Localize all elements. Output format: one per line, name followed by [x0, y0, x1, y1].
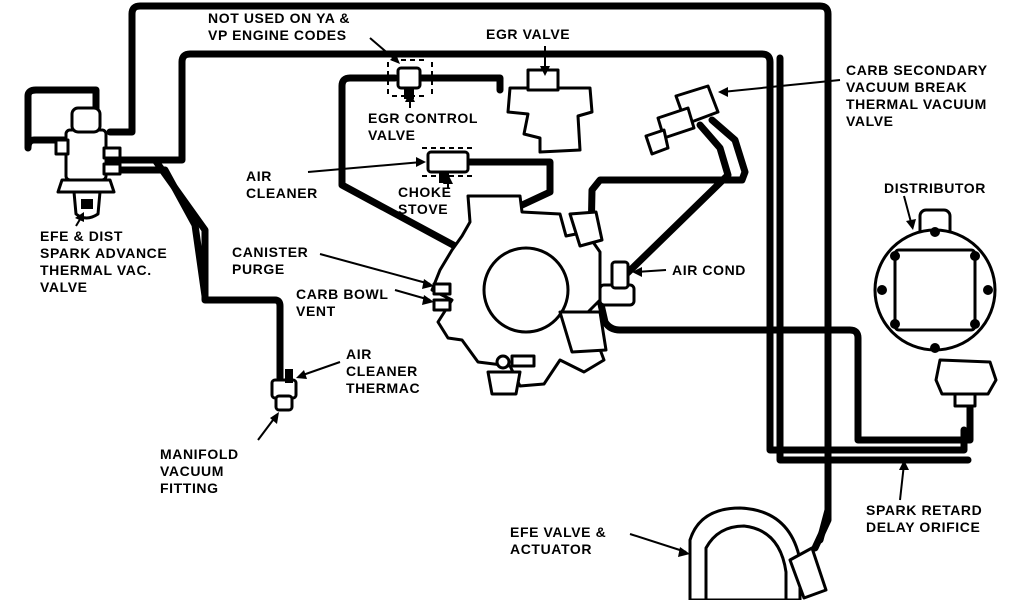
label-not-used-line2: VP ENGINE CODES [208, 27, 347, 43]
label-efe-valve-actuator: EFE VALVE & ACTUATOR [510, 524, 606, 558]
label-efe-dist-line3: THERMAL VAC. [40, 262, 152, 278]
label-manifold-vacuum-fitting: MANIFOLD VACUUM FITTING [160, 446, 239, 497]
label-canister-purge-line2: PURGE [232, 261, 285, 277]
label-egr-valve: EGR VALVE [486, 26, 570, 43]
label-air-cleaner-line2: CLEANER [246, 185, 318, 201]
label-distributor: DISTRIBUTOR [884, 180, 986, 197]
vacuum-hoses [24, 2, 974, 552]
hose-egr-control-right [416, 74, 504, 94]
hose-carb-secondary-a [586, 116, 749, 294]
label-efe-dist: EFE & DIST SPARK ADVANCE THERMAL VAC. VA… [40, 228, 167, 296]
label-not-used: NOT USED ON YA & VP ENGINE CODES [208, 10, 350, 44]
label-canister-purge-line1: CANISTER [232, 244, 309, 260]
label-spark-retard: SPARK RETARD DELAY ORIFICE [866, 502, 982, 536]
label-carb-bowl-vent: CARB BOWL VENT [296, 286, 389, 320]
label-carb-secondary-line1: CARB SECONDARY [846, 62, 988, 78]
label-efe-valve-line2: ACTUATOR [510, 541, 593, 557]
label-air-cond-line1: AIR COND [672, 262, 747, 278]
label-distributor-line1: DISTRIBUTOR [884, 180, 987, 196]
efe-dist-thermal-valve [54, 106, 122, 220]
hose-spark-retard [776, 54, 972, 464]
label-air-cleaner: AIR CLEANER [246, 168, 318, 202]
air-cleaner-fitting [422, 147, 474, 183]
hose-egr-upper [126, 50, 968, 454]
label-carb-secondary-line4: VALVE [846, 113, 894, 129]
hose-left-down [96, 156, 284, 382]
label-efe-dist-line4: VALVE [40, 279, 88, 295]
label-not-used-line1: NOT USED ON YA & [208, 10, 351, 26]
label-choke-stove-line1: CHOKE [398, 184, 452, 200]
hose-distributor [596, 296, 974, 444]
label-spark-retard-line1: SPARK RETARD [866, 502, 983, 518]
distributor [873, 208, 998, 408]
leader-arrows [75, 37, 916, 557]
label-thermac-line3: THERMAC [346, 380, 421, 396]
efe-valve-actuator [688, 506, 828, 600]
hose-egr-control-loop [338, 74, 459, 250]
label-air-cleaner-thermac: AIR CLEANER THERMAC [346, 346, 420, 397]
hose-choke [466, 158, 554, 210]
label-carb-bowl-vent-line1: CARB BOWL [296, 286, 389, 302]
label-egr-valve-line1: EGR VALVE [486, 26, 571, 42]
label-thermac-line1: AIR [346, 346, 372, 362]
label-carb-secondary: CARB SECONDARY VACUUM BREAK THERMAL VACU… [846, 62, 988, 130]
label-manifold-line1: MANIFOLD [160, 446, 239, 462]
label-air-cond: AIR COND [672, 262, 746, 279]
label-efe-valve-line1: EFE VALVE & [510, 524, 607, 540]
label-canister-purge: CANISTER PURGE [232, 244, 308, 278]
egr-control-valve [387, 59, 433, 99]
label-thermac-line2: CLEANER [346, 363, 418, 379]
carburetor [430, 194, 636, 396]
label-choke-stove: CHOKE STOVE [398, 184, 452, 218]
egr-valve [506, 68, 594, 154]
label-manifold-line3: FITTING [160, 480, 219, 496]
label-choke-stove-line2: STOVE [398, 201, 449, 217]
hose-left-vertical [24, 86, 100, 152]
label-manifold-line2: VACUUM [160, 463, 225, 479]
label-carb-secondary-line2: VACUUM BREAK [846, 79, 968, 95]
label-carb-secondary-line3: THERMAL VACUUM [846, 96, 987, 112]
hose-top-loop [106, 2, 832, 544]
label-carb-bowl-vent-line2: VENT [296, 303, 336, 319]
carb-secondary-valve [644, 84, 720, 156]
label-spark-retard-line2: DELAY ORIFICE [866, 519, 981, 535]
label-egr-control-line1: EGR CONTROL [368, 110, 479, 126]
hose-carb-secondary-b [606, 121, 732, 294]
label-air-cleaner-line1: AIR [246, 168, 272, 184]
label-egr-control-line2: VALVE [368, 127, 416, 143]
hose-left-branch [108, 166, 209, 300]
label-efe-dist-line1: EFE & DIST [40, 228, 124, 244]
label-efe-dist-line2: SPARK ADVANCE [40, 245, 168, 261]
hose-efe-actuator [811, 496, 832, 552]
manifold-vacuum-fitting [270, 369, 298, 412]
label-egr-control-valve: EGR CONTROL VALVE [368, 110, 478, 144]
